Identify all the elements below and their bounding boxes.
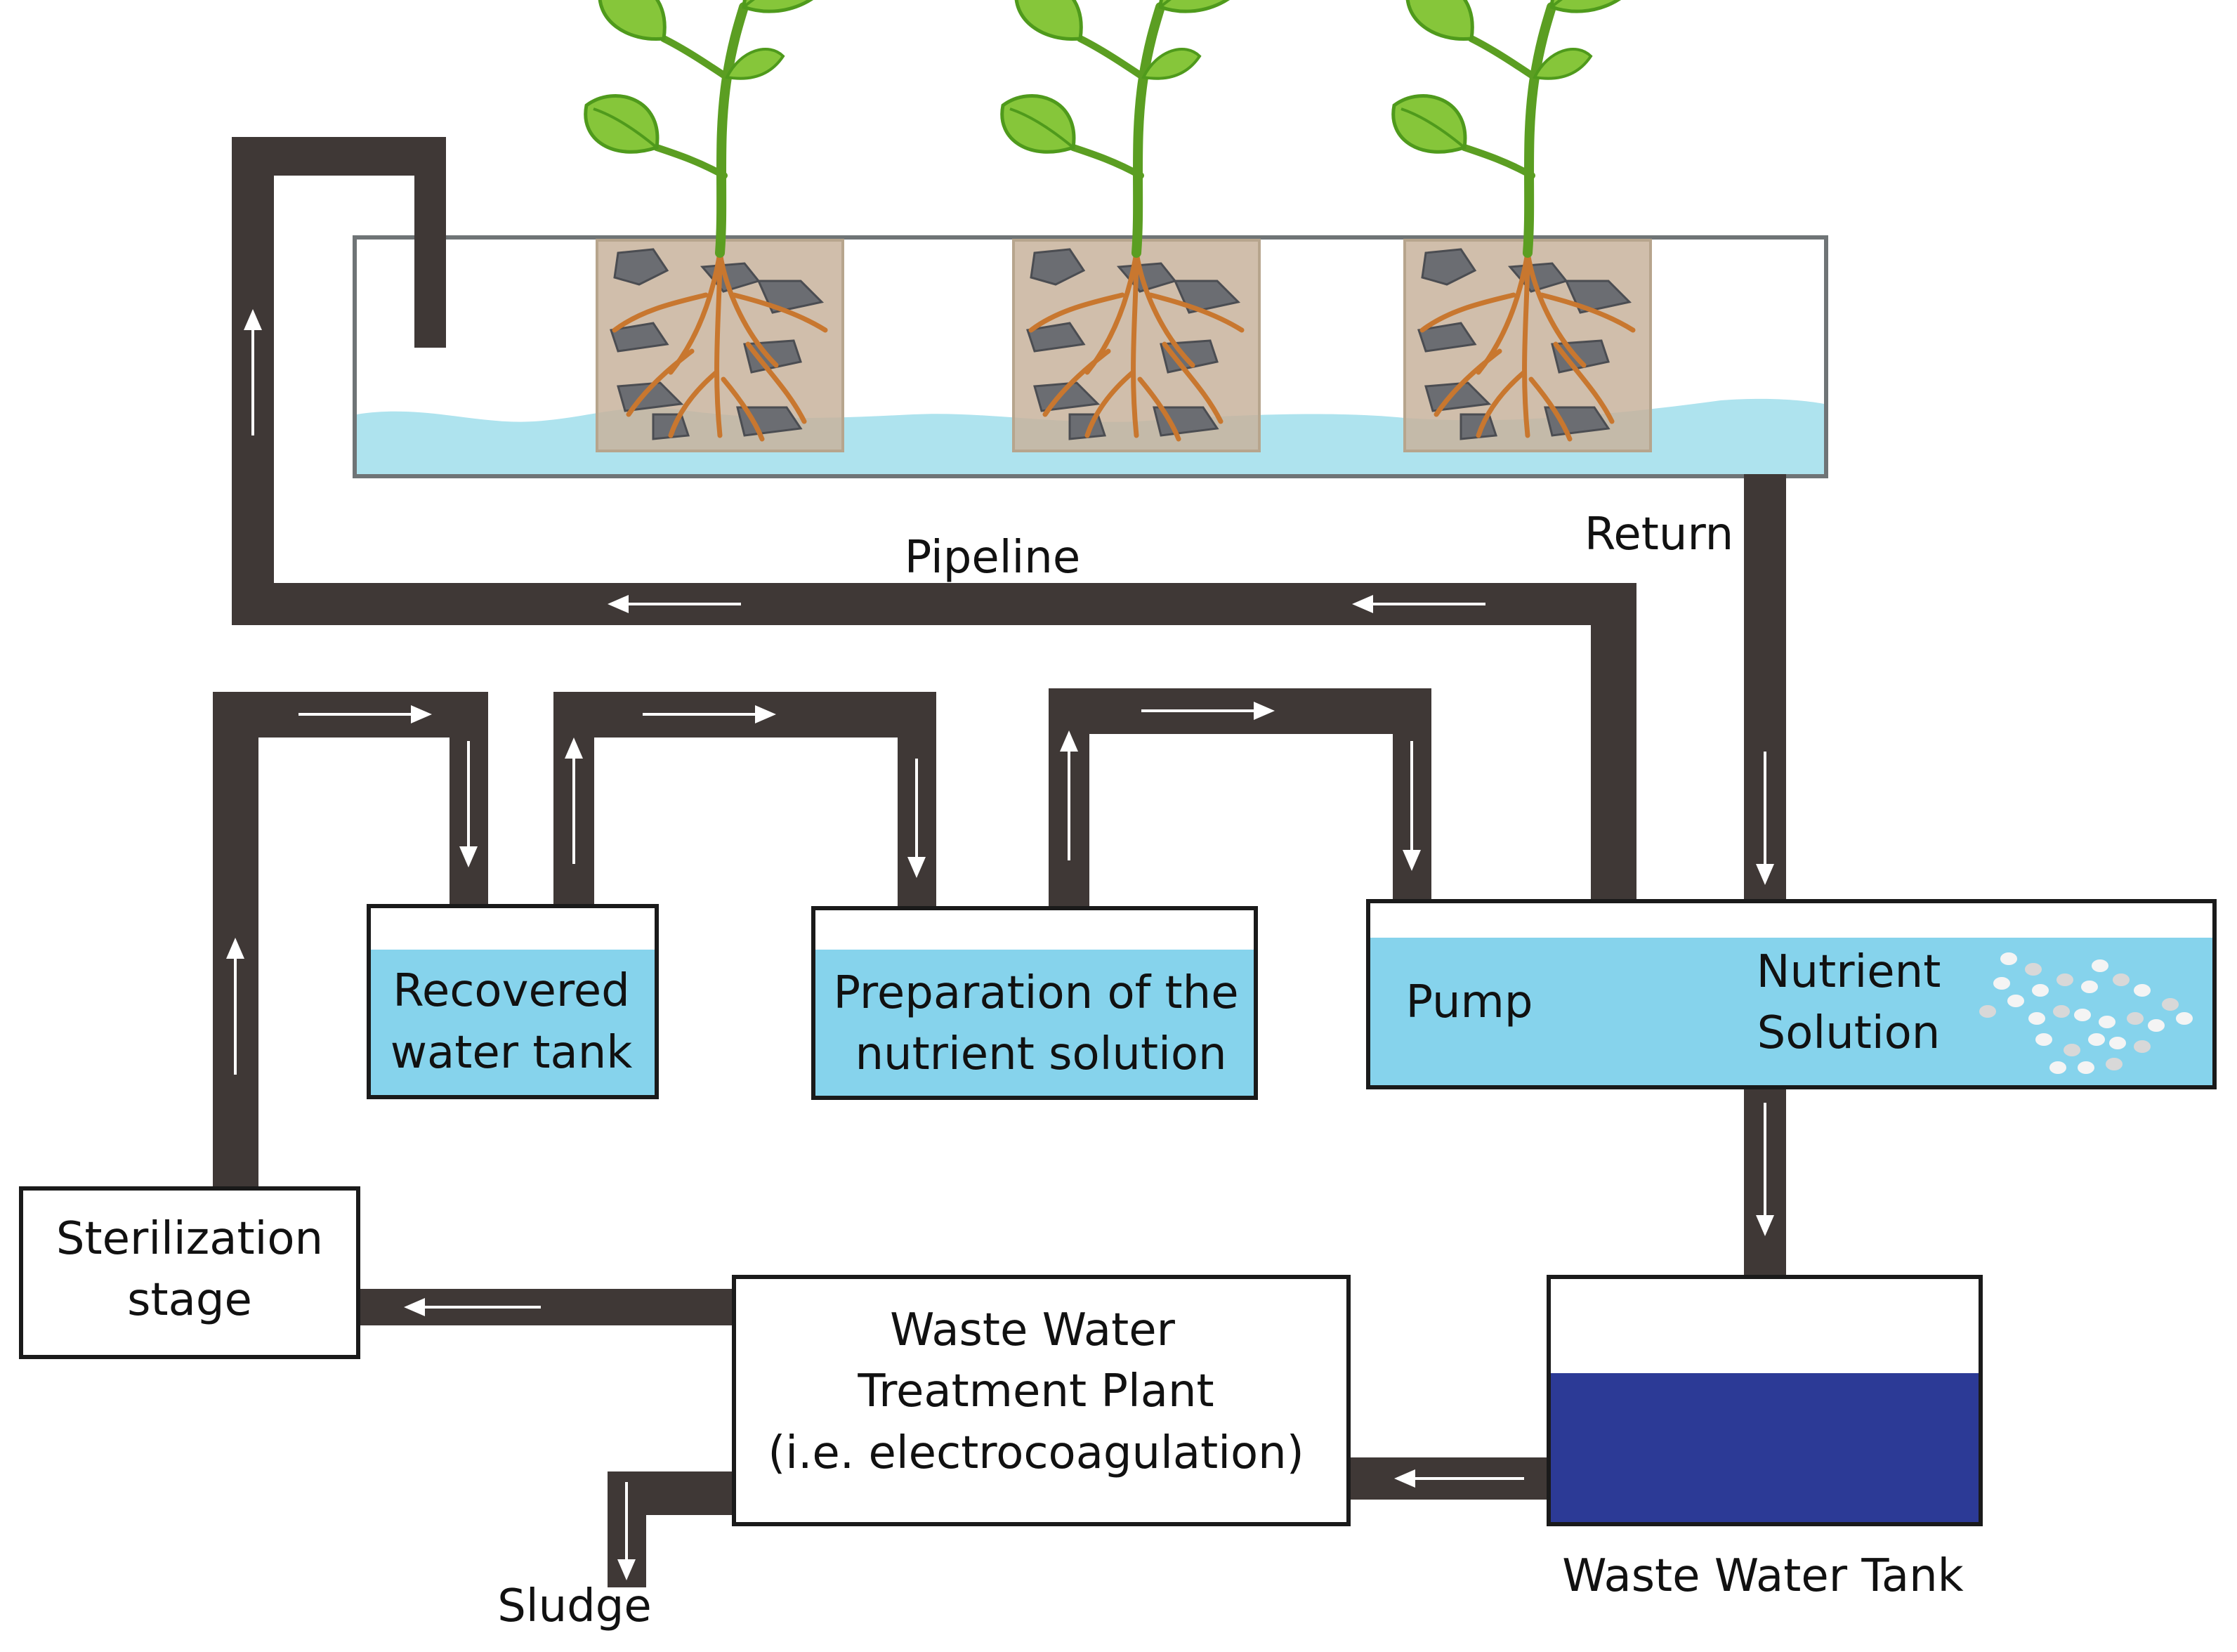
- label-recovered-line1: Recovered: [393, 965, 629, 1017]
- label-return: Return: [1585, 509, 1733, 560]
- label-wwtp-line3: (i.e. electrocoagulation): [768, 1427, 1304, 1479]
- plant-icon: [586, 0, 839, 253]
- flow-arrow-icon: [1756, 1103, 1774, 1236]
- label-sterilization-line1: Sterilization: [56, 1213, 323, 1265]
- flow-arrow-icon: [643, 705, 776, 723]
- label-recovered-line2: water tank: [391, 1027, 633, 1079]
- sterilization-box: [19, 1186, 360, 1359]
- flow-arrow-icon: [1141, 702, 1275, 720]
- flow-arrow-icon: [1352, 595, 1485, 613]
- flow-arrow-icon: [565, 738, 583, 864]
- flow-arrow-icon: [608, 595, 741, 613]
- flow-arrow-icon: [226, 938, 244, 1075]
- flow-arrow-icon: [1060, 730, 1078, 860]
- waste-water-tank: [1547, 1275, 1983, 1526]
- label-pipeline: Pipeline: [905, 532, 1080, 584]
- nutrient-solution-tank: [1366, 899, 2217, 1089]
- flow-arrow-icon: [617, 1482, 636, 1580]
- flow-arrow-icon: [459, 741, 478, 867]
- flow-arrow-icon: [1394, 1469, 1524, 1488]
- flow-arrow-icon: [299, 705, 432, 723]
- label-sterilization-line2: stage: [127, 1274, 252, 1326]
- label-preparation-line1: Preparation of the: [833, 967, 1238, 1019]
- flow-arrow-icon: [404, 1298, 541, 1316]
- plant-icon: [1393, 0, 1647, 253]
- label-wwtp-line1: Waste Water: [890, 1304, 1175, 1356]
- flow-arrow-icon: [1756, 752, 1774, 885]
- preparation-tank: [811, 906, 1258, 1100]
- label-preparation-line2: nutrient solution: [855, 1028, 1226, 1080]
- label-nutrient-line2: Solution: [1757, 1007, 1941, 1059]
- flow-arrow-icon: [244, 309, 262, 435]
- wwtp-box: [732, 1275, 1351, 1526]
- plant-icon: [1002, 0, 1256, 253]
- recovered-water-tank: [367, 904, 659, 1099]
- label-waste-tank: Waste Water Tank: [1562, 1550, 1963, 1602]
- pipe-inlet-drop: [414, 137, 446, 348]
- label-pump: Pump: [1406, 976, 1533, 1028]
- label-wwtp-line2: Treatment Plant: [857, 1365, 1214, 1417]
- nutrient-pellets: [1979, 952, 2193, 1074]
- flow-arrows: [226, 309, 1774, 1580]
- flow-arrow-icon: [1403, 741, 1421, 871]
- label-sludge: Sludge: [497, 1580, 652, 1632]
- flow-arrow-icon: [907, 759, 926, 878]
- label-nutrient-line1: Nutrient: [1757, 946, 1941, 998]
